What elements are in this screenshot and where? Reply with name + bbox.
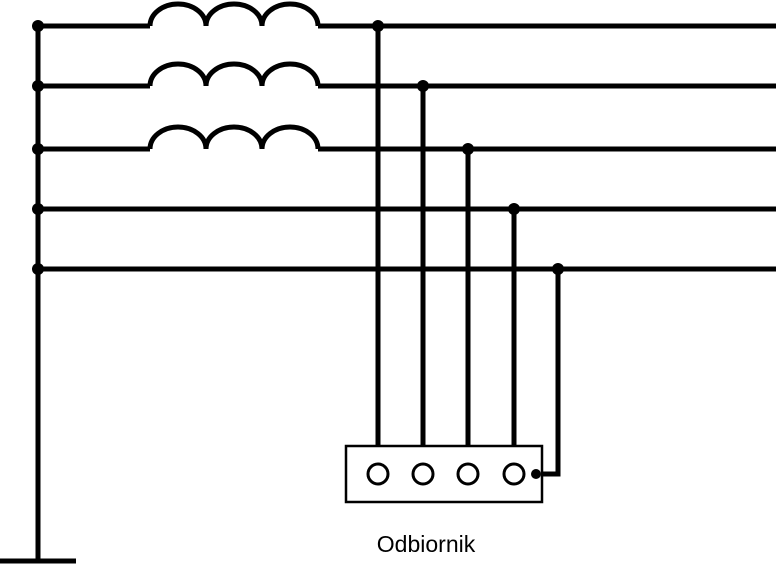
junction-dot-bus-5	[32, 263, 44, 275]
drop-line-5	[536, 269, 561, 477]
junction-dot-bus-2	[32, 80, 44, 92]
junction-dot-drop-2	[417, 80, 429, 92]
load-label: Odbiornik	[376, 531, 476, 557]
load-terminal-1	[366, 462, 390, 486]
load-terminal-3	[456, 462, 480, 486]
junction-dot-drop-3	[462, 143, 474, 155]
load-terminal-2	[411, 462, 435, 486]
coil-line-1	[147, 1, 321, 27]
junction-dot-bus-3	[32, 143, 44, 155]
coil-line-3	[147, 124, 321, 150]
junction-dot-bus-4	[32, 203, 44, 215]
junction-dot-bus-1	[32, 20, 44, 32]
coil-line-2	[147, 61, 321, 87]
load-terminal-4	[502, 462, 526, 486]
load-terminal-5-dot	[531, 469, 541, 479]
junction-dot-drop-1	[372, 20, 384, 32]
junction-dot-drop-4	[508, 203, 520, 215]
junction-dot-drop-5	[552, 263, 564, 275]
